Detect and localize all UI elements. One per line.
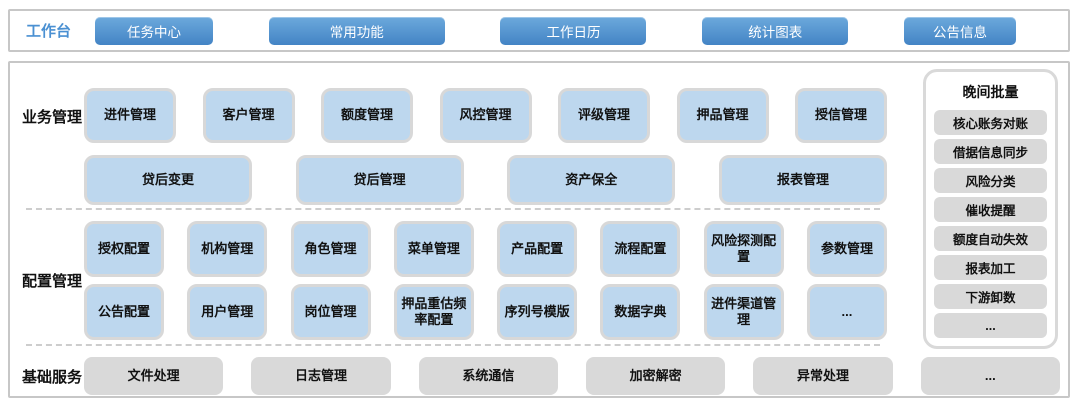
module-card[interactable]: 贷后变更 bbox=[84, 155, 252, 205]
module-card[interactable]: 进件渠道管理 bbox=[703, 284, 784, 340]
service-card[interactable]: 加密解密 bbox=[585, 357, 726, 395]
config-row-1: 授权配置机构管理角色管理菜单管理产品配置流程配置风险探测配置参数管理 bbox=[84, 221, 887, 277]
module-card[interactable]: 岗位管理 bbox=[290, 284, 371, 340]
module-card[interactable]: 资产保全 bbox=[507, 155, 676, 205]
workbench-bar: 工作台 任务中心 常用功能 工作日历 统计图表 公告信息 bbox=[8, 9, 1070, 52]
module-card[interactable]: 授权配置 bbox=[84, 221, 164, 277]
business-rows: 进件管理客户管理额度管理风控管理评级管理押品管理授信管理 贷后变更贷后管理资产保… bbox=[84, 88, 887, 205]
night-batch-item[interactable]: 下游卸数 bbox=[934, 284, 1047, 309]
night-batch-list: 核心账务对账借据信息同步风险分类催收提醒额度自动失效报表加工下游卸数... bbox=[934, 110, 1047, 338]
module-card[interactable]: 用户管理 bbox=[187, 284, 268, 340]
module-card[interactable]: 产品配置 bbox=[497, 221, 578, 277]
module-card[interactable]: 评级管理 bbox=[558, 88, 650, 143]
config-row-2: 公告配置用户管理岗位管理押品重估频率配置序列号模版数据字典进件渠道管理... bbox=[84, 284, 887, 340]
module-card[interactable]: 流程配置 bbox=[600, 221, 681, 277]
section-label: 基础服务 bbox=[22, 368, 83, 386]
service-card[interactable]: 文件处理 bbox=[84, 357, 224, 395]
row-gap bbox=[84, 277, 887, 284]
row-gap bbox=[84, 143, 887, 155]
module-card[interactable]: 风控管理 bbox=[439, 88, 532, 143]
module-card[interactable]: 风险探测配置 bbox=[703, 221, 784, 277]
base-services-row: 文件处理日志管理系统通信加密解密异常处理... bbox=[84, 357, 1060, 395]
module-card[interactable]: 额度管理 bbox=[321, 88, 413, 143]
business-row-2: 贷后变更贷后管理资产保全报表管理 bbox=[84, 155, 887, 205]
section-label: 业务管理 bbox=[22, 109, 83, 126]
module-card[interactable]: 角色管理 bbox=[290, 221, 371, 277]
workbench-tab[interactable]: 工作日历 bbox=[500, 16, 647, 45]
module-card[interactable]: 客户管理 bbox=[202, 88, 295, 143]
module-card[interactable]: ... bbox=[806, 284, 887, 340]
section-base-services: 基础服务 文件处理日志管理系统通信加密解密异常处理... bbox=[10, 357, 1068, 395]
business-row-1: 进件管理客户管理额度管理风控管理评级管理押品管理授信管理 bbox=[84, 88, 887, 143]
night-batch-title: 晚间批量 bbox=[962, 84, 1019, 100]
workbench-tab[interactable]: 统计图表 bbox=[702, 16, 849, 45]
night-batch-item[interactable]: ... bbox=[934, 313, 1047, 338]
workbench-tab[interactable]: 公告信息 bbox=[903, 16, 1016, 45]
module-card[interactable]: 报表管理 bbox=[718, 155, 887, 205]
module-card[interactable]: 授信管理 bbox=[795, 88, 887, 143]
workbench-tabs: 任务中心 常用功能 工作日历 统计图表 公告信息 bbox=[95, 16, 1016, 45]
workbench-tab[interactable]: 任务中心 bbox=[95, 16, 214, 45]
module-card[interactable]: 菜单管理 bbox=[393, 221, 474, 277]
service-card[interactable]: 异常处理 bbox=[753, 357, 893, 395]
service-card[interactable]: 系统通信 bbox=[418, 357, 558, 395]
config-rows: 授权配置机构管理角色管理菜单管理产品配置流程配置风险探测配置参数管理 公告配置用… bbox=[84, 221, 887, 340]
night-batch-item[interactable]: 报表加工 bbox=[934, 255, 1047, 280]
dashed-divider bbox=[26, 208, 880, 210]
workbench-label: 工作台 bbox=[26, 23, 72, 40]
section-label: 配置管理 bbox=[22, 273, 83, 290]
dashed-divider bbox=[26, 344, 880, 346]
night-batch-panel: 晚间批量 核心账务对账借据信息同步风险分类催收提醒额度自动失效报表加工下游卸数.… bbox=[923, 69, 1058, 349]
module-panel: 业务管理 进件管理客户管理额度管理风控管理评级管理押品管理授信管理 贷后变更贷后… bbox=[8, 61, 1070, 398]
workbench-tab[interactable]: 常用功能 bbox=[268, 16, 445, 45]
service-card[interactable]: ... bbox=[920, 357, 1060, 395]
night-batch-item[interactable]: 核心账务对账 bbox=[934, 110, 1047, 135]
module-card[interactable]: 贷后管理 bbox=[295, 155, 464, 205]
module-card[interactable]: 机构管理 bbox=[187, 221, 268, 277]
module-card[interactable]: 押品重估频率配置 bbox=[393, 284, 474, 340]
module-card[interactable]: 参数管理 bbox=[806, 221, 887, 277]
module-card[interactable]: 公告配置 bbox=[84, 284, 164, 340]
module-card[interactable]: 序列号模版 bbox=[497, 284, 578, 340]
section-config-management: 配置管理 授权配置机构管理角色管理菜单管理产品配置流程配置风险探测配置参数管理 … bbox=[10, 221, 1068, 340]
section-business-management: 业务管理 进件管理客户管理额度管理风控管理评级管理押品管理授信管理 贷后变更贷后… bbox=[10, 88, 1068, 205]
module-card[interactable]: 数据字典 bbox=[600, 284, 681, 340]
night-batch-item[interactable]: 风险分类 bbox=[934, 168, 1047, 193]
module-card[interactable]: 进件管理 bbox=[84, 88, 176, 143]
service-card[interactable]: 日志管理 bbox=[251, 357, 391, 395]
night-batch-item[interactable]: 催收提醒 bbox=[934, 197, 1047, 222]
module-card[interactable]: 押品管理 bbox=[676, 88, 769, 143]
night-batch-item[interactable]: 额度自动失效 bbox=[934, 226, 1047, 251]
night-batch-item[interactable]: 借据信息同步 bbox=[934, 139, 1047, 164]
